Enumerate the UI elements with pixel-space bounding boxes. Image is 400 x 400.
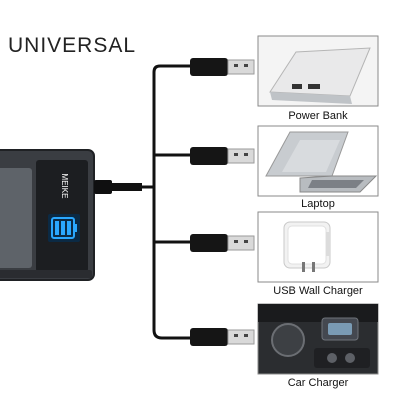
usb-plug-car-charger (190, 328, 255, 346)
input-cable-plug (94, 180, 142, 194)
usb-plug-wall-charger (190, 234, 255, 252)
usb-plug-laptop (190, 147, 255, 165)
laptop-image (257, 125, 379, 197)
page-title: UNIVERSAL (8, 34, 137, 57)
usb-plug-power-bank (190, 58, 255, 76)
label-laptop: Laptop (301, 198, 335, 210)
brand-logo: MEIKE (60, 174, 69, 199)
car-charger-image (257, 303, 379, 375)
label-power-bank: Power Bank (288, 110, 348, 122)
label-usb-wall-charger: USB Wall Charger (273, 285, 363, 297)
label-car-charger: Car Charger (287, 377, 349, 389)
usb-wall-charger-image (257, 211, 379, 283)
battery-charger: MEIKE (0, 149, 95, 281)
cable-tree (142, 64, 190, 340)
power-bank-image (257, 35, 379, 107)
battery-level-icon (48, 214, 80, 242)
